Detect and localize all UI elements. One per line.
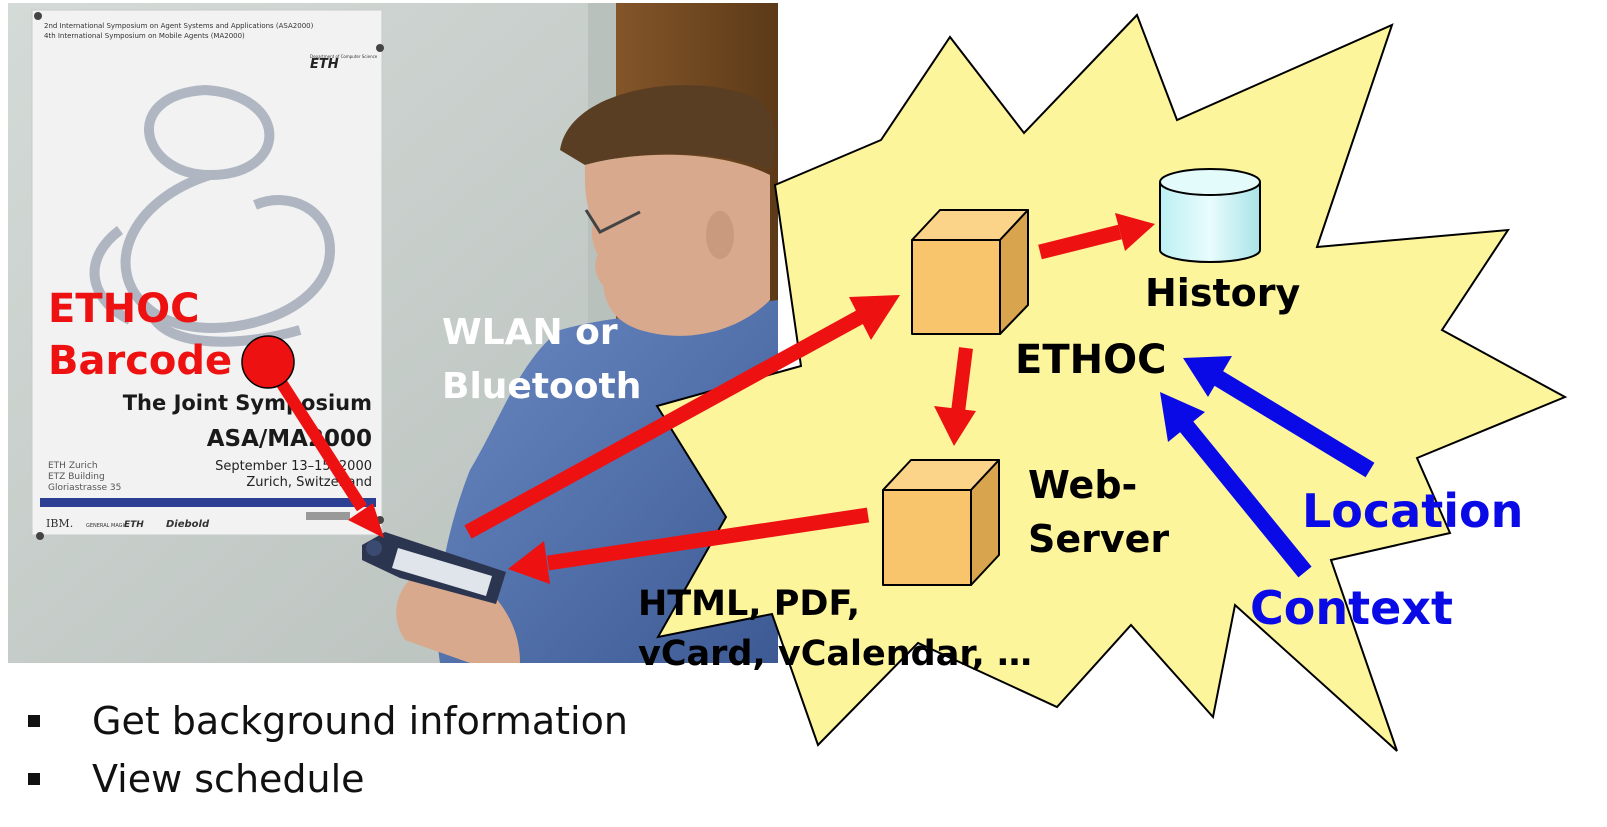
poster-eth-department: Department of Computer Science [310, 54, 378, 59]
context-label: Context [1250, 581, 1453, 635]
barcode-label-line-1: ETHOC [48, 286, 199, 332]
webserver-label-line-1: Web- [1028, 463, 1137, 507]
poster-subtitle: ASA/MA2000 [207, 426, 372, 452]
bullet-item: Get background information [20, 692, 628, 750]
poster-sponsor-ibm: IBM. [46, 517, 73, 530]
poster-date: September 13–15, 2000 [215, 459, 372, 474]
person-ear [706, 211, 734, 259]
poster-sponsor-diebold: Diebold [166, 519, 210, 530]
wireless-label-line-1: WLAN or [442, 312, 618, 353]
person-face [584, 154, 770, 336]
poster-header-line-2: 4th International Symposium on Mobile Ag… [44, 32, 245, 40]
pin-icon [36, 532, 44, 540]
pin-icon [376, 44, 384, 52]
bullet-item: View schedule [20, 750, 628, 808]
square-bullet-icon [28, 715, 40, 727]
location-label: Location [1302, 484, 1523, 538]
glasses-icon [584, 209, 641, 234]
history-database-icon [1159, 168, 1261, 263]
person-arm [396, 560, 520, 663]
bullet-list: Get background information View schedule [20, 692, 628, 808]
bullet-text: View schedule [92, 757, 365, 801]
bullet-text: Get background information [92, 699, 628, 743]
webserver-label-line-2: Server [1028, 517, 1169, 561]
poster-blue-band [40, 498, 376, 507]
ethoc-server-cube-icon [911, 209, 1029, 335]
context-arrow [1160, 392, 1312, 578]
person-hair [560, 85, 776, 170]
barcode-scan-arrow [241, 335, 384, 538]
response-arrow [508, 507, 870, 584]
formats-label-line-2: vCard, vCalendar, … [638, 634, 1032, 674]
photo: 2nd International Symposium on Agent Sys… [8, 3, 778, 663]
poster-sponsor-general-magic: GENERAL MAGIC [86, 523, 128, 529]
poster-venue-line-3: Gloriastrasse 35 [48, 483, 121, 493]
barcode-label-line-2: Barcode [48, 338, 232, 384]
poster-swirl-artwork [89, 84, 336, 347]
pin-icon [34, 12, 42, 20]
poster-header-line-1: 2nd International Symposium on Agent Sys… [44, 22, 314, 30]
poster-venue-line-1: ETH Zurich [48, 461, 98, 471]
request-arrow [464, 295, 900, 539]
history-label: History [1145, 271, 1300, 315]
formats-label-line-1: HTML, PDF, [638, 584, 860, 624]
square-bullet-icon [28, 773, 40, 785]
poster-sponsor-eth: ETH [124, 520, 144, 530]
person [362, 85, 778, 663]
poster-title: The Joint Symposium [123, 391, 372, 415]
ethoc-to-webserver-arrow [934, 347, 976, 446]
history-arrow [1038, 213, 1155, 260]
barcode-marker-icon [241, 335, 295, 389]
wireless-label-line-2: Bluetooth [442, 366, 641, 407]
ethoc-label: ETHOC [1015, 337, 1166, 383]
poster-eth-logo: ETH [310, 57, 339, 72]
poster-venue-line-2: ETZ Building [48, 472, 105, 482]
webserver-cube-icon [882, 459, 1000, 586]
handheld-device-icon [362, 532, 506, 604]
poster-barcode [306, 512, 350, 520]
location-arrow [1183, 356, 1375, 478]
